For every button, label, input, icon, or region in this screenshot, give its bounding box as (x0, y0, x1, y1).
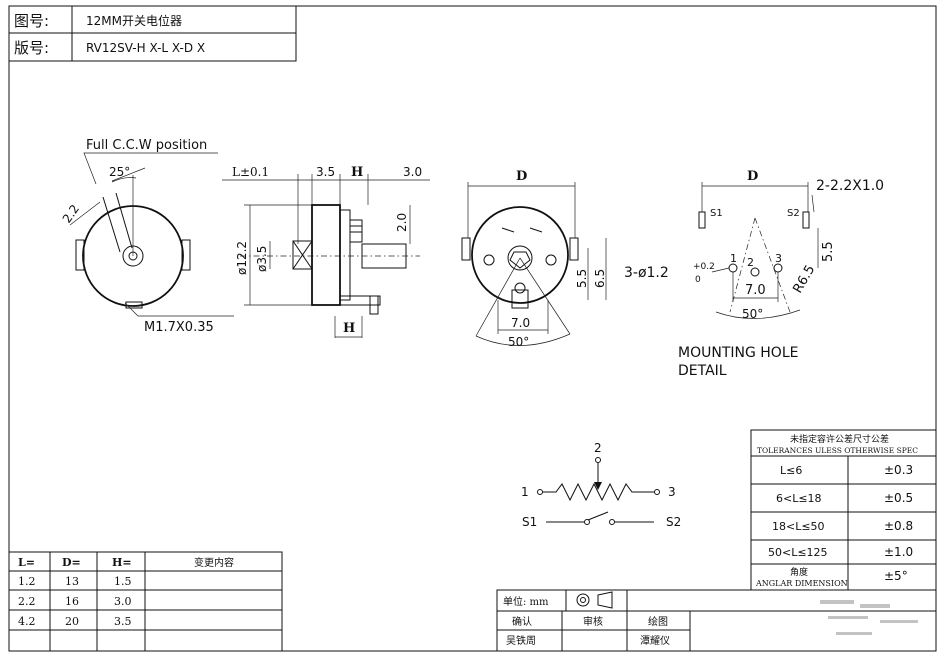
tol-row-value: ±0.5 (884, 491, 913, 505)
h-top-label: H (351, 165, 363, 180)
dim-table-cell: 1.5 (114, 575, 132, 588)
signoff-block: 单位: mm 确认 审核 绘图 吴铁周 潭耀仪 (496, 589, 937, 652)
slot-s1 (698, 211, 706, 229)
l-dim-label: L±0.1 (232, 165, 269, 179)
end3-label: 3 (668, 485, 676, 499)
version-value: RV12SV-H X-L X-D X (86, 41, 205, 55)
dim-table-cell: 16 (65, 595, 79, 608)
switch-s1-label: S1 (522, 515, 537, 529)
back-dim-5-5: 5.5 (575, 269, 589, 288)
dim-3-0: 3.0 (403, 165, 422, 179)
mount-hole-1 (728, 263, 738, 273)
dim-table-header: H= (112, 556, 132, 569)
mount-angle-50: 50° (742, 307, 763, 321)
dim-table-header: L= (18, 556, 35, 569)
side-view: L±0.1 3.5 H 3.0 H ø12.2 ø3 (222, 165, 430, 338)
mount-hole-2 (750, 267, 760, 277)
mount-hole-3 (773, 263, 783, 273)
dim-2-0: 2.0 (395, 213, 409, 232)
tol-plus: +0.2 (693, 262, 715, 272)
mount-pin1: 1 (730, 252, 737, 265)
tol-zero: 0 (695, 275, 701, 285)
dim-table-cell: 20 (65, 615, 79, 628)
position-note: Full C.C.W position (86, 138, 207, 153)
tol-row-range: 18<L≤50 (772, 520, 825, 533)
slot-s2 (802, 211, 810, 229)
tol-header-cn: 未指定容许公差尺寸公差 (790, 433, 889, 445)
mount-d-label: D (747, 169, 758, 184)
dim-3-5: 3.5 (316, 165, 335, 179)
h-bottom-label: H (343, 321, 355, 336)
dim-table-cell: 3.0 (114, 595, 132, 608)
confirm-label: 确认 (512, 615, 532, 628)
mount-s2: S2 (787, 208, 800, 219)
dim-table-cell: 2.2 (18, 595, 36, 608)
watermark-smudge (820, 600, 918, 635)
back-d-label: D (516, 169, 527, 184)
caption-line2: DETAIL (678, 363, 727, 379)
schematic: 2 1 3 S1 S2 (521, 441, 681, 529)
hole-dim: M1.7X0.35 (144, 320, 214, 335)
back-angle-50: 50° (508, 335, 529, 349)
draw-label: 绘图 (648, 615, 668, 628)
tol-row-range: L≤6 (780, 464, 802, 477)
signer-2: 潭耀仪 (640, 635, 670, 647)
back-dim-7-0: 7.0 (511, 316, 530, 330)
signer-1: 吴铁周 (506, 634, 536, 647)
dim-table-cell: 1.2 (18, 575, 36, 588)
tol-row-value: ±1.0 (884, 545, 913, 559)
dim-table-cell: 4.2 (18, 615, 36, 628)
dim-table-cell: 3.5 (114, 615, 132, 628)
unit-label: 单位: mm (503, 595, 549, 608)
tol-row-value: ±0.3 (884, 463, 913, 477)
dia-3-5: ø3.5 (255, 246, 269, 272)
caption-line1: MOUNTING HOLE (678, 345, 798, 361)
drawing-no-value: 12MM开关电位器 (86, 13, 182, 28)
end1-label: 1 (521, 485, 529, 499)
slot-dim: 2-2.2X1.0 (816, 178, 884, 194)
back-view: D 50° 7.0 5.5 6.5 (461, 169, 607, 349)
mount-s1: S1 (710, 208, 723, 219)
switch-s2-label: S2 (666, 515, 681, 529)
angle-25: 25° (109, 165, 130, 179)
front-view: Full C.C.W position 25° 2.2 M1.7X0.35 (60, 138, 234, 335)
projection-symbol-icon (576, 591, 613, 609)
tol-angle-en: ANGLAR DIMENSION (755, 579, 848, 588)
hole-spec: 3-ø1.2 (624, 265, 669, 281)
tol-row-range: 6<L≤18 (776, 492, 822, 505)
mount-dim-7-0: 7.0 (745, 283, 766, 298)
back-dim-6-5: 6.5 (593, 269, 607, 288)
dim-table-header: D= (62, 556, 81, 569)
drawing-no-label: 图号: (14, 12, 49, 30)
dim-table-cell: 13 (65, 575, 79, 588)
tol-row-range: 50<L≤125 (768, 546, 828, 559)
tol-angle-cn: 角度 (790, 566, 808, 578)
width-2-2: 2.2 (60, 202, 82, 226)
dia-12-2: ø12.2 (235, 241, 249, 275)
back-body-circle (471, 206, 569, 304)
sheet-border (8, 5, 937, 652)
mount-pin3: 3 (775, 252, 782, 265)
mount-pin2: 2 (747, 256, 754, 269)
version-label: 版号: (14, 39, 49, 57)
mount-radius: R6.5 (790, 263, 818, 296)
title-block: 图号: 12MM开关电位器 版号: RV12SV-H X-L X-D X (8, 5, 297, 62)
dimension-table: L= D= H= 变更内容 1.2 13 1.5 2.2 16 3.0 4.2 … (8, 551, 283, 652)
tol-header-en: TOLERANCES ULESS OTHERWISE SPEC (757, 446, 918, 455)
mount-dim-5-5: 5.5 (821, 241, 836, 262)
tol-row-value: ±0.8 (884, 519, 913, 533)
dim-table-header: 变更内容 (194, 556, 234, 569)
tolerance-table: 未指定容许公差尺寸公差 TOLERANCES ULESS OTHERWISE S… (750, 429, 937, 591)
tol-angle-value: ±5° (884, 569, 908, 583)
review-label: 审核 (583, 615, 603, 628)
wiper-label: 2 (594, 441, 602, 455)
mounting-detail: D 2-2.2X1.0 S1 S2 1 2 3 3-ø1.2 +0.2 0 7.… (624, 169, 884, 379)
